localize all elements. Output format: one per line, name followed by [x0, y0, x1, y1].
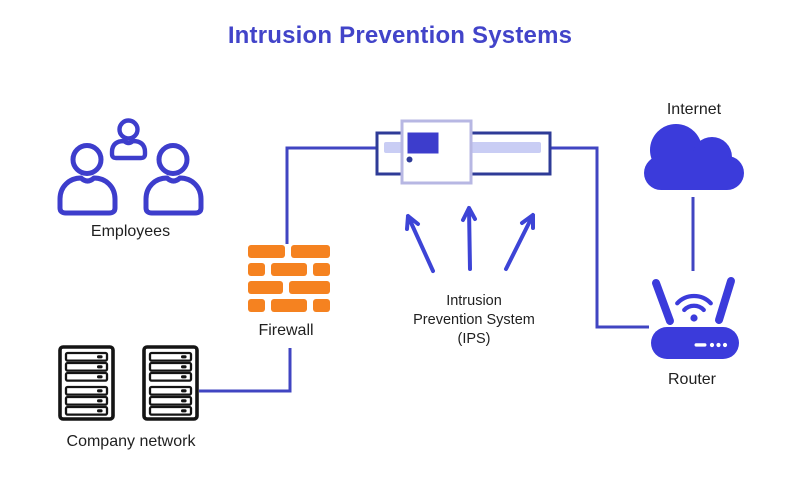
- ips-label-line2: Prevention System: [413, 312, 535, 328]
- firewall-label: Firewall: [258, 322, 314, 339]
- ips-panel-led: [406, 156, 413, 163]
- router-front-lights: [694, 342, 728, 348]
- arrow-middle-icon: [461, 206, 477, 271]
- connector-ips-to-firewall: [285, 146, 378, 244]
- ips-label-line1: Intrusion: [446, 293, 502, 309]
- ips-label-line3: (IPS): [457, 331, 491, 347]
- person-icon: [57, 143, 118, 216]
- router-antenna-left: [652, 279, 674, 325]
- internet-label: Internet: [666, 101, 722, 118]
- firewall-brick: [271, 263, 307, 276]
- connector-ips-to-router: [550, 146, 649, 329]
- server-rack-icon: [58, 345, 199, 421]
- cloud-icon: [644, 124, 744, 190]
- firewall-brick: [313, 299, 330, 312]
- firewall-brick: [271, 299, 307, 312]
- firewall-brick: [248, 245, 285, 258]
- router-body: [651, 327, 739, 359]
- brick-wall-icon: [248, 245, 330, 312]
- connector-firewall-to-servers: [199, 348, 292, 393]
- ips-arrows: [405, 206, 535, 273]
- page-title: Intrusion Prevention Systems: [227, 22, 573, 49]
- person-small-icon: [109, 118, 148, 161]
- ips-label: Intrusion Prevention System (IPS): [374, 292, 574, 349]
- person-icon: [146, 146, 201, 214]
- wifi-signal-icon: [675, 293, 713, 322]
- router-antenna-right: [715, 277, 735, 324]
- ips-panel-screen: [407, 132, 439, 154]
- employees-label: Employees: [90, 223, 171, 240]
- server-unit-icon: [142, 345, 199, 421]
- arrow-right-icon: [504, 213, 535, 271]
- company-network-label: Company network: [66, 433, 196, 450]
- ips-appliance-icon: [375, 119, 552, 185]
- firewall-brick: [313, 263, 330, 276]
- connector-lines: [199, 146, 695, 393]
- arrow-left-icon: [405, 214, 435, 273]
- firewall-brick: [248, 263, 265, 276]
- firewall-brick: [248, 299, 265, 312]
- people-group-icon: [57, 118, 201, 216]
- firewall-brick: [291, 245, 330, 258]
- firewall-brick: [289, 281, 330, 294]
- wifi-router-icon: [651, 277, 739, 359]
- firewall-brick: [248, 281, 283, 294]
- server-unit-icon: [58, 345, 115, 421]
- router-label: Router: [667, 371, 717, 388]
